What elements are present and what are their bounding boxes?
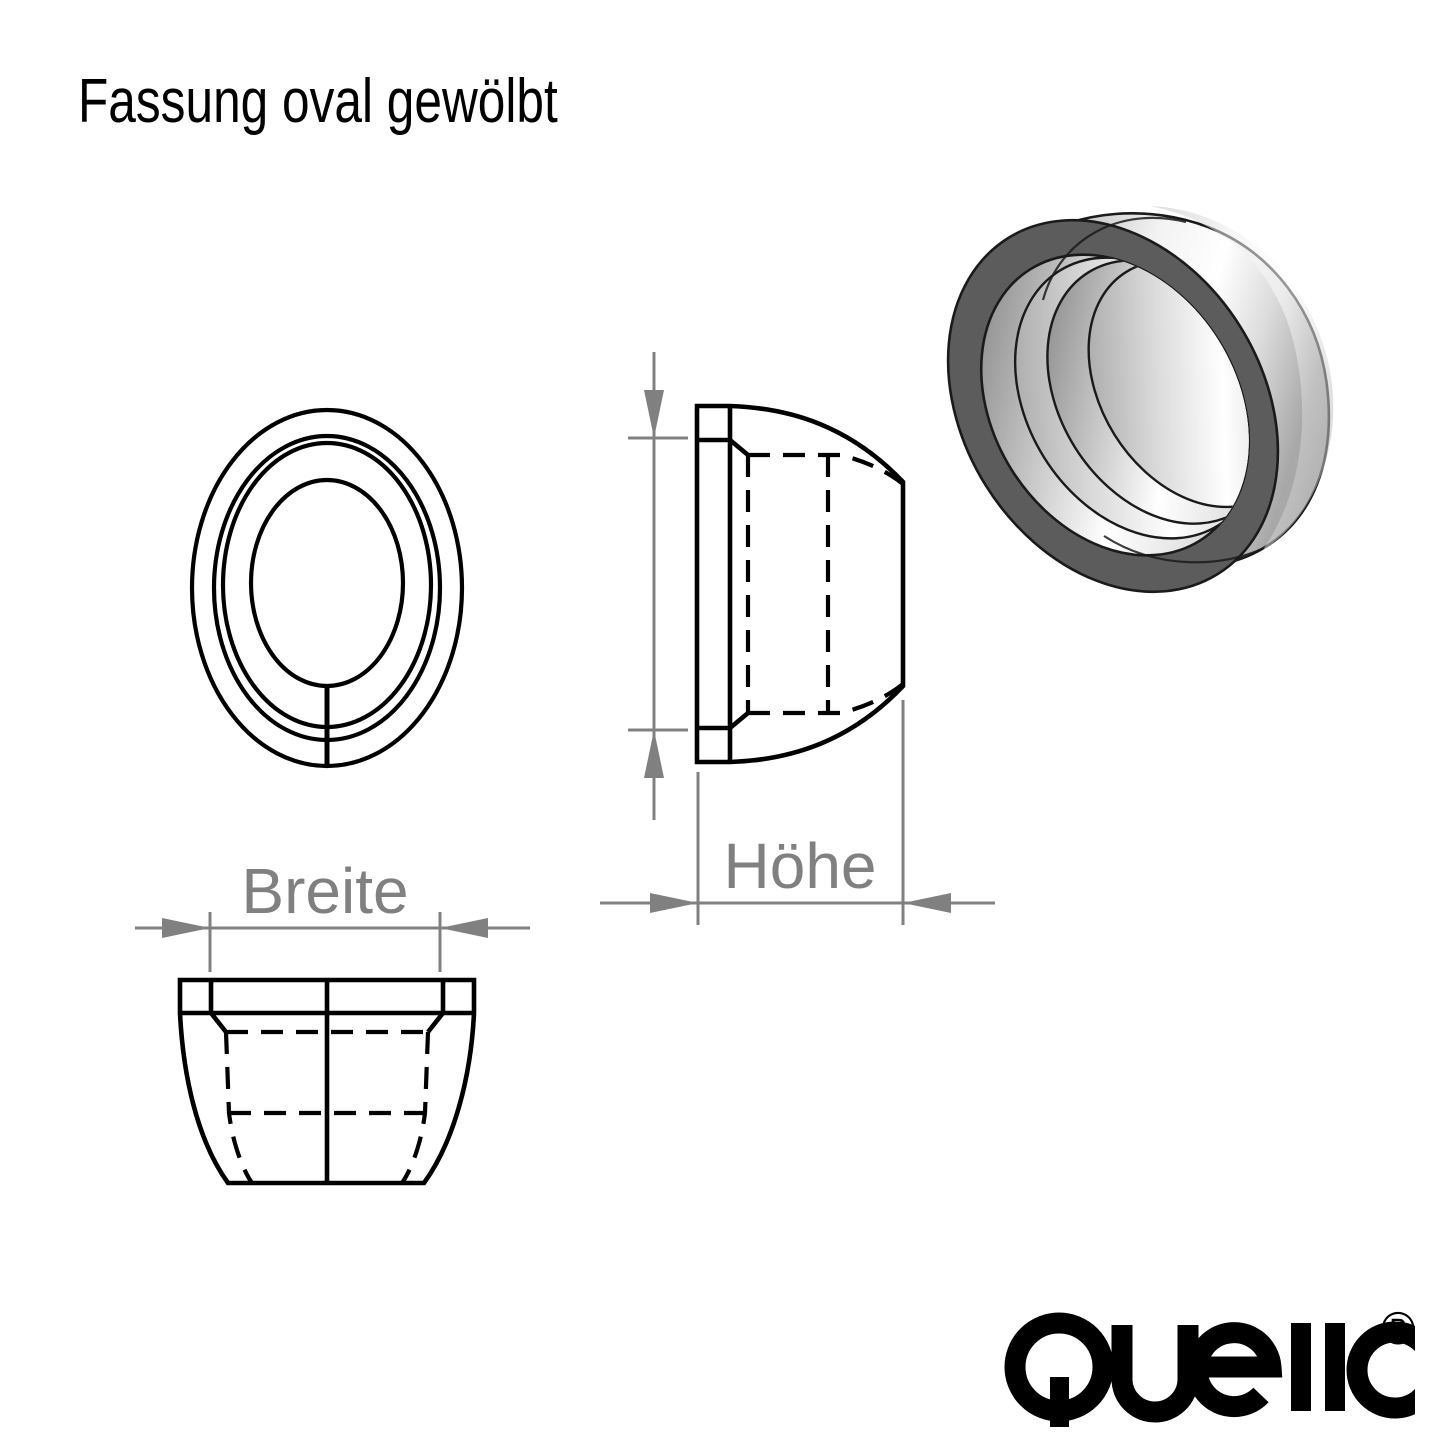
quelio-wordmark xyxy=(1004,1312,1444,1427)
bottom-view xyxy=(177,977,477,1186)
bottom-view-hidden-left xyxy=(223,1031,254,1185)
page-title: Fassung oval gewölbt xyxy=(78,67,558,136)
bottom-view-lip-right xyxy=(426,1011,445,1034)
registered-trademark-symbol: ® xyxy=(1381,1302,1415,1354)
hoehe-arrow-left xyxy=(650,893,698,913)
breite-arrow-right xyxy=(440,918,488,938)
dimension-laenge: Länge xyxy=(628,352,688,820)
hoehe-label: Höhe xyxy=(724,830,877,902)
dimension-breite: Breite xyxy=(135,855,530,972)
front-oval-inner xyxy=(248,477,406,689)
hoehe-arrow-right xyxy=(903,893,951,913)
breite-arrow-left xyxy=(162,918,210,938)
iso-bore-interior xyxy=(1013,256,1304,540)
logo-letter-u xyxy=(1111,1325,1199,1423)
side-view xyxy=(694,403,906,765)
front-view-oval xyxy=(189,407,465,769)
brand-logo: ® xyxy=(995,1302,1444,1430)
logo-letter-e xyxy=(1186,1322,1283,1418)
iso-dome-cap xyxy=(1150,206,1334,551)
breite-label: Breite xyxy=(241,855,408,927)
logo-letter-q xyxy=(1004,1312,1114,1427)
side-view-bore-lip-top xyxy=(728,438,750,457)
dimension-hoehe: Höhe xyxy=(600,700,995,925)
bottom-view-hidden-right xyxy=(400,1031,431,1185)
iso-shoulder-ring xyxy=(1041,216,1187,301)
logo-letter-l xyxy=(1291,1323,1311,1411)
side-view-hidden-bore-bottom xyxy=(748,682,905,716)
side-view-hidden-bore-top xyxy=(748,452,905,486)
side-view-bore-lip-bottom xyxy=(728,711,750,730)
laenge-arrow-bottom xyxy=(644,730,664,778)
laenge-arrow-top xyxy=(644,390,664,438)
isometric-view xyxy=(946,206,1334,594)
logo-letter-i xyxy=(1325,1323,1345,1411)
bottom-view-lip-left xyxy=(209,1011,228,1034)
iso-shoulder-ring-lower xyxy=(1103,535,1265,564)
